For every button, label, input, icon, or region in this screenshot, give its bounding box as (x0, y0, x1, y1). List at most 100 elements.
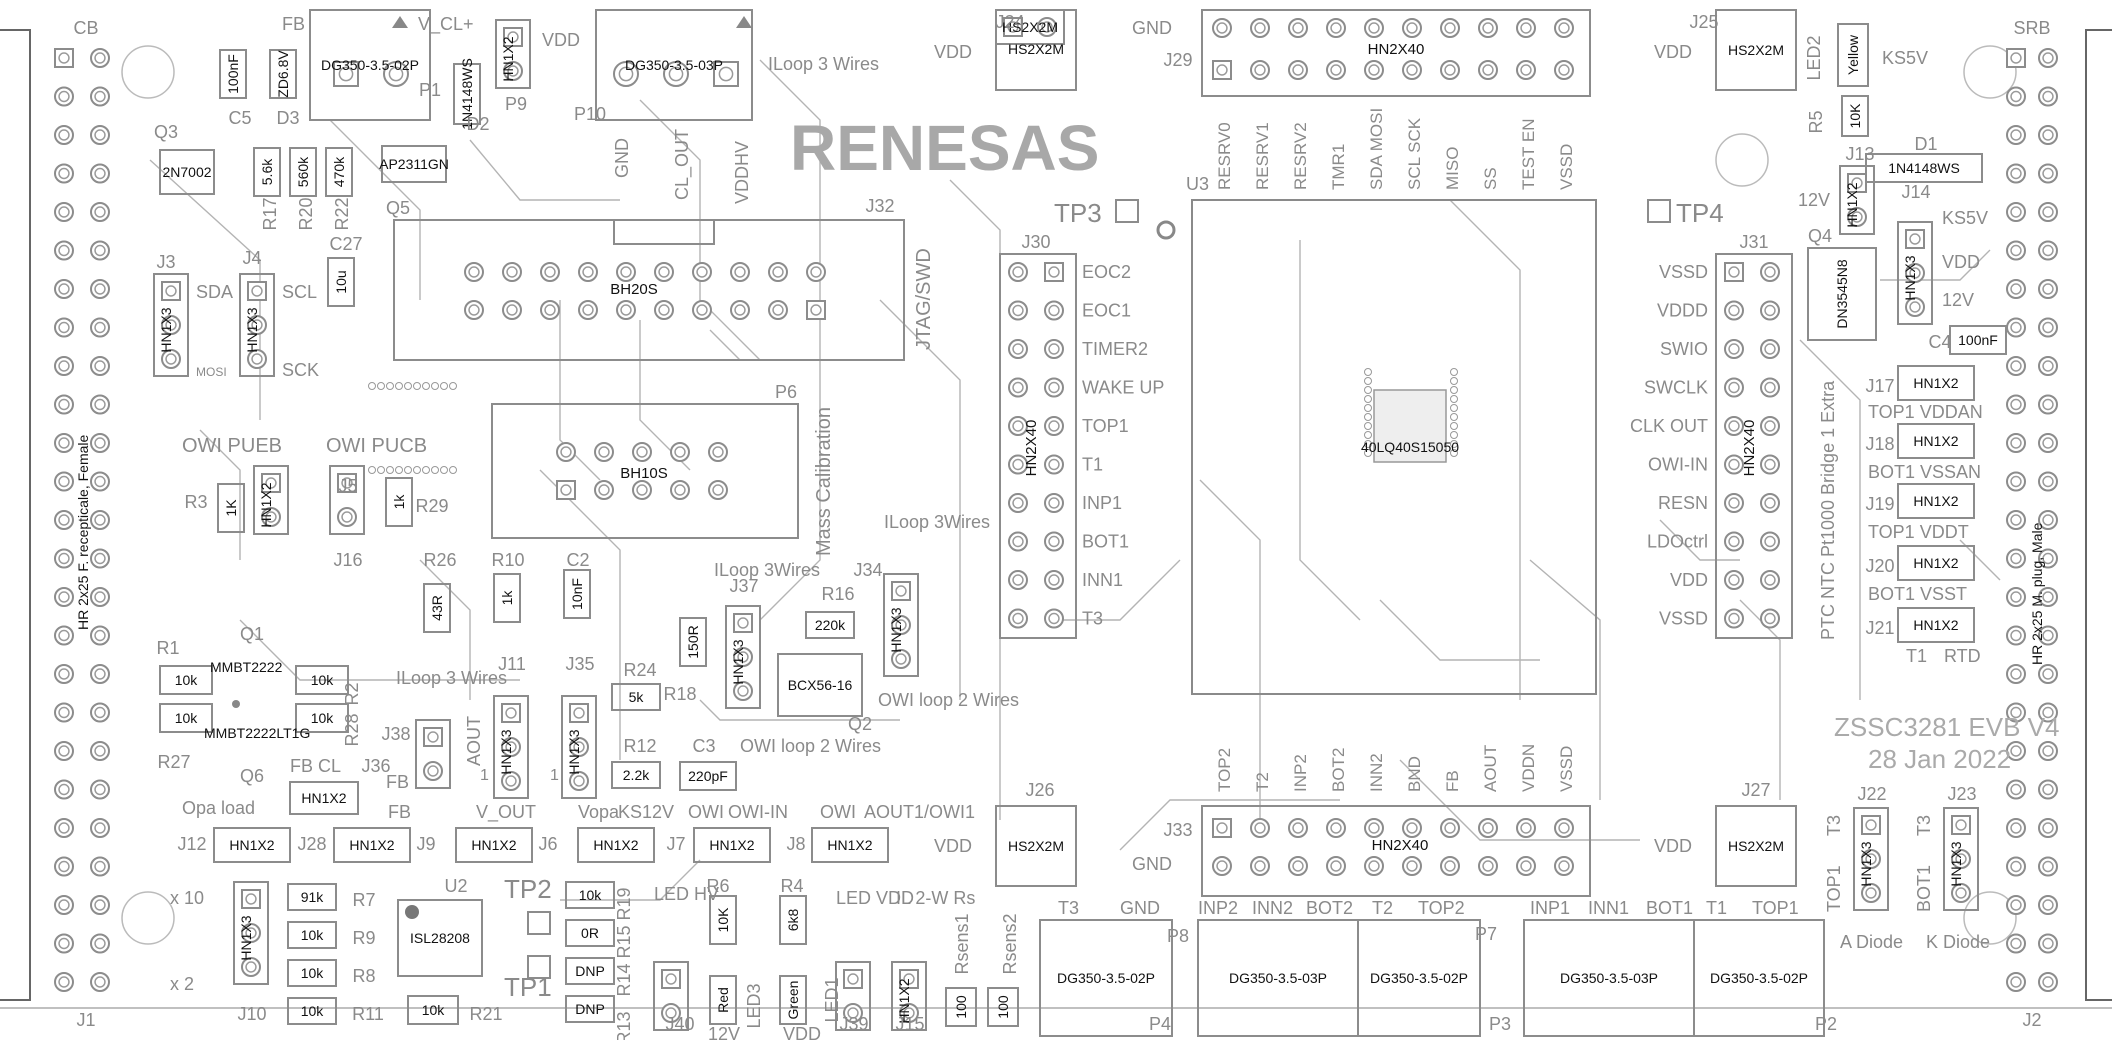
drill (1728, 266, 1740, 278)
trace (1880, 249, 1991, 281)
drill (1955, 853, 1967, 865)
part-value: HN1X2 (709, 837, 754, 853)
label-cb: CB (73, 18, 98, 38)
drill (1254, 64, 1266, 76)
drill (58, 552, 70, 565)
part-designator: J5 (338, 476, 357, 496)
part-designator: C4 (1928, 332, 1951, 352)
part-value: DG350-3.5-02P (1370, 970, 1468, 986)
label-fb: FB (388, 802, 411, 822)
label-12v: 12V (1942, 290, 1974, 310)
drill (2042, 90, 2054, 103)
components (153, 9, 2007, 1037)
drill (265, 477, 277, 489)
p6-part: BH10S (620, 465, 668, 482)
terminal-label: INN2 (1252, 898, 1293, 918)
qfn-pin (386, 466, 394, 474)
j30-part: HN2X40 (1023, 420, 1040, 477)
drill (2042, 591, 2054, 603)
j33-pin-label: VSSD (1557, 746, 1576, 792)
qfn-pin (449, 466, 457, 474)
label-owi: OWI (688, 802, 724, 822)
qfn-pin (1364, 422, 1372, 430)
part-r13 (565, 995, 615, 1023)
label-owi: OWI (820, 802, 856, 822)
part-value: 1k (499, 590, 515, 606)
drill (598, 484, 610, 496)
part-r21 (407, 995, 459, 1025)
tp1-pad (527, 955, 551, 979)
j33-pin-label: AOUT (1481, 745, 1500, 792)
drill (1865, 853, 1877, 865)
label-a-diode: A Diode (1840, 932, 1903, 952)
part-r11 (287, 997, 337, 1025)
j33-pin-label: FB (1443, 770, 1462, 792)
trace (419, 559, 471, 700)
drill (1216, 822, 1228, 834)
drill (2042, 475, 2054, 488)
terminal-label: BOT1 (1646, 898, 1693, 918)
drill (341, 477, 353, 489)
header-j39 (835, 961, 871, 1031)
label-tp1: TP1 (504, 972, 552, 1002)
terminal-label: TOP1 (1752, 898, 1799, 918)
header-j37 (725, 605, 761, 709)
drill (94, 745, 106, 757)
drill (507, 31, 519, 43)
drill (1764, 266, 1776, 278)
drill (2010, 514, 2022, 526)
drill (1851, 211, 1863, 223)
drill (734, 304, 746, 316)
label-t3: T3 (1914, 815, 1934, 836)
part-value: DG350-3.5-03P (1560, 970, 1658, 986)
part-designator: R4 (780, 876, 803, 896)
header-j23 (1943, 807, 1979, 911)
part-value: MMBT2222 (210, 659, 283, 675)
part-designator: J23 (1947, 784, 1976, 804)
drill (1909, 267, 1921, 279)
drill (1558, 822, 1570, 834)
drill (620, 266, 632, 278)
drill (1558, 860, 1570, 872)
qfn-pin (1450, 413, 1458, 421)
part-designator: J10 (237, 1004, 266, 1024)
part-designator: R24 (623, 660, 656, 680)
part-led3 (709, 975, 737, 1025)
header-j38 (415, 719, 451, 789)
part-value: HN1X2 (827, 837, 872, 853)
tp4-pad (1647, 199, 1671, 223)
part-designator: Q4 (1808, 226, 1832, 246)
part-designator: J16 (333, 550, 362, 570)
part-value: 100nF (225, 54, 241, 94)
part-r6 (709, 895, 737, 945)
drill (1558, 64, 1570, 76)
pin1-marker (1156, 220, 1176, 240)
drill (2010, 745, 2022, 757)
drill (2010, 591, 2022, 603)
drill (1292, 22, 1304, 34)
drill (245, 961, 257, 973)
trace (949, 179, 1001, 820)
qfn-pin (1450, 449, 1458, 457)
part-value: 220k (815, 617, 846, 633)
label-owi-pueb: OWI PUEB (182, 435, 282, 457)
part-value: HN1X3 (1858, 841, 1874, 886)
trace (560, 859, 701, 901)
drill (1520, 860, 1532, 872)
drill (2042, 822, 2054, 834)
j32-key (613, 220, 715, 245)
drill (1865, 819, 1877, 831)
drill (2042, 360, 2054, 372)
label-12v: 12V (1798, 190, 1830, 210)
drill (2042, 860, 2054, 873)
part-designator: J13 (1845, 144, 1874, 164)
drill (506, 304, 518, 316)
part-led1 (779, 975, 807, 1025)
drill (1764, 420, 1776, 432)
part-value: HN1X2 (1913, 617, 1958, 633)
part-value: DG350-3.5-03P (1229, 970, 1327, 986)
drill (2042, 899, 2054, 911)
j31-pin-label: LDOctrl (1647, 532, 1708, 552)
part-value: 0R (581, 925, 599, 941)
drill (1728, 458, 1740, 471)
